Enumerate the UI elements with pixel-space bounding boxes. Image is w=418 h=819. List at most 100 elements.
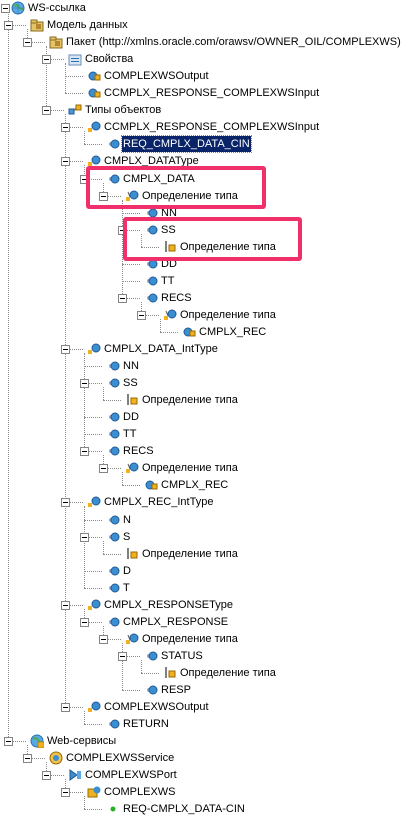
tree-node-label[interactable]: Определение типа xyxy=(142,632,238,645)
tree-connector xyxy=(65,349,83,350)
tree-connector xyxy=(122,199,123,298)
tree-node-label[interactable]: RETURN xyxy=(123,718,169,731)
collapse-toggle[interactable] xyxy=(80,532,89,542)
collapse-toggle[interactable] xyxy=(80,617,89,627)
collapse-toggle[interactable] xyxy=(23,38,32,48)
tree-connector xyxy=(84,131,85,145)
tree-node-label[interactable]: CMPLX_DATAType xyxy=(104,155,199,168)
tree-node-label[interactable]: CMPLX_DATA xyxy=(123,172,195,185)
collapse-toggle[interactable] xyxy=(1,4,10,13)
tree-node-label[interactable]: D xyxy=(123,564,131,577)
tree-node-label[interactable]: CMPLX_REC_IntType xyxy=(104,496,214,509)
tree-node-label[interactable]: S xyxy=(123,530,131,543)
collapse-toggle[interactable] xyxy=(99,464,108,474)
tree-connector xyxy=(65,76,83,78)
tree-node-label[interactable]: CMPLX_REC xyxy=(199,325,267,338)
tree-node-label[interactable]: Свойства xyxy=(85,53,134,66)
tree-connector xyxy=(103,182,104,196)
tree-node-label[interactable]: CCMPLX_RESPONSE_COMPLEXWSInput xyxy=(104,87,320,100)
tree-node-label[interactable]: Определение типа xyxy=(142,189,238,202)
package-icon xyxy=(49,35,63,49)
collapse-toggle[interactable] xyxy=(61,498,70,508)
collapse-toggle[interactable] xyxy=(42,771,51,781)
tree-node-label[interactable]: CMPLX_REC xyxy=(161,479,229,492)
tree-node-label[interactable]: CMPLX_RESPONSEType xyxy=(104,598,233,611)
tree-connector xyxy=(122,263,140,265)
tree-node-label[interactable]: NN xyxy=(123,360,139,373)
tree-node-label[interactable]: COMPLEXWSService xyxy=(66,752,175,765)
tree-node-label[interactable]: Определение типа xyxy=(180,240,276,253)
tree-node-label[interactable]: Модель данных xyxy=(47,19,128,32)
tree-node-label[interactable]: RECS xyxy=(123,445,154,458)
collapse-toggle[interactable] xyxy=(137,310,146,320)
field-icon xyxy=(106,359,120,373)
tree-node-label[interactable]: CCMPLX_RESPONSE_COMPLEXWSInput xyxy=(104,121,320,134)
type-definition-icon xyxy=(125,632,139,646)
tree-node-label[interactable]: COMPLEXWSPort xyxy=(85,769,177,782)
tree-connector xyxy=(122,229,140,231)
highlight-box-cmplx-data xyxy=(86,166,266,209)
tree-node-label[interactable]: WS-ссылка xyxy=(28,2,86,14)
tree-node-label[interactable]: Web-сервисы xyxy=(47,735,117,748)
tree-node-label[interactable]: Пакет (http://xmlns.oracle.com/orawsv/OW… xyxy=(66,36,401,49)
collapse-toggle[interactable] xyxy=(80,447,89,457)
tree-node-label[interactable]: COMPLEXWSOutput xyxy=(104,70,209,83)
tree-connector xyxy=(84,570,102,572)
tree-node-label[interactable]: Определение типа xyxy=(142,394,238,407)
tree-node-label[interactable]: STATUS xyxy=(161,649,203,662)
tree-node-label[interactable]: Определение типа xyxy=(142,462,238,475)
tree-node-label[interactable]: TT xyxy=(123,428,137,441)
type-definition-icon xyxy=(125,461,139,475)
collapse-toggle[interactable] xyxy=(61,345,70,354)
field-icon xyxy=(106,172,120,186)
tree-connector xyxy=(141,233,142,247)
tree-node-label[interactable]: CMPLX_DATA_IntType xyxy=(104,343,218,355)
collapse-toggle[interactable] xyxy=(61,123,70,133)
object-type-icon xyxy=(87,154,101,168)
collapse-toggle[interactable] xyxy=(23,754,32,764)
collapse-toggle[interactable] xyxy=(99,634,108,644)
collapse-toggle[interactable] xyxy=(118,651,127,661)
tree-node-label[interactable]: Типы объектов xyxy=(85,104,162,117)
tree-connector xyxy=(84,366,102,368)
tree-node-label[interactable]: Определение типа xyxy=(142,547,238,560)
collapse-toggle[interactable] xyxy=(61,788,70,798)
tree-node-label[interactable]: SS xyxy=(161,223,176,236)
tree-node-label[interactable]: TT xyxy=(161,274,175,287)
tree-connector xyxy=(122,212,140,214)
collapse-toggle[interactable] xyxy=(4,737,13,747)
tree-node-label[interactable]: COMPLEXWSOutput xyxy=(104,701,209,714)
collapse-toggle[interactable] xyxy=(61,600,70,610)
tree-node-label[interactable]: T xyxy=(123,581,130,594)
collapse-toggle[interactable] xyxy=(118,293,127,303)
field-icon xyxy=(106,444,120,458)
tree-node-label[interactable]: Определение типа xyxy=(180,308,276,321)
highlight-box-ss xyxy=(123,217,302,261)
tree-node-label[interactable]: COMPLEXWS xyxy=(104,786,176,799)
tree-connector xyxy=(8,741,26,743)
collapse-toggle[interactable] xyxy=(80,379,89,389)
tree-node-label[interactable]: CMPLX_RESPONSE xyxy=(123,615,229,628)
tree-node-label[interactable]: NN xyxy=(161,206,177,219)
collapse-toggle[interactable] xyxy=(4,21,13,31)
field-icon xyxy=(106,717,120,731)
tree-node-label[interactable]: RECS xyxy=(161,291,192,304)
tree-connector xyxy=(122,690,140,691)
element-icon xyxy=(87,69,101,83)
tree-node-label[interactable]: Определение типа xyxy=(180,666,276,679)
collapse-toggle[interactable] xyxy=(42,106,51,116)
tree-node-label[interactable]: SS xyxy=(123,377,138,390)
collapse-toggle[interactable] xyxy=(61,157,70,167)
collapse-toggle[interactable] xyxy=(42,55,51,65)
tree-node-label[interactable]: DD xyxy=(123,411,139,424)
service-icon xyxy=(49,751,63,765)
element-icon xyxy=(87,86,101,100)
tree-node-label[interactable]: REQ_CMPLX_DATA_CIN xyxy=(121,135,252,154)
tree-node-label[interactable]: N xyxy=(123,513,131,526)
tree-connector xyxy=(65,114,66,708)
collapse-toggle[interactable] xyxy=(99,191,108,201)
tree-node-label[interactable]: REQ-CMPLX_DATA-CIN xyxy=(123,803,245,816)
tree-node-label[interactable]: RESP xyxy=(161,684,191,696)
collapse-toggle[interactable] xyxy=(61,703,70,713)
